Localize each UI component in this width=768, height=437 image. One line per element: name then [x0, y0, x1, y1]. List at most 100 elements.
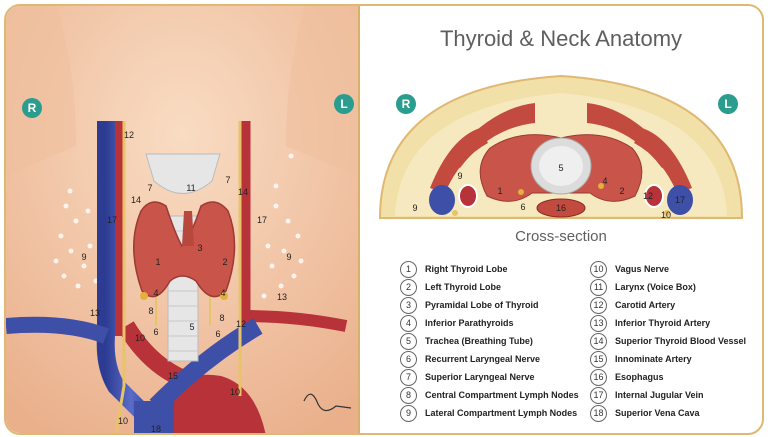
legend-number: 11 — [590, 278, 607, 296]
marker-10-left: 10 — [230, 387, 240, 397]
artist-signature — [303, 393, 352, 412]
legend-number: 4 — [400, 314, 417, 332]
right-parathyroid — [140, 292, 148, 300]
legend-label: Superior Laryngeal Nerve — [425, 372, 535, 382]
marker-7-right: 7 — [147, 183, 152, 193]
left-jugular-cross — [667, 185, 693, 215]
cs-left-badge: L — [718, 94, 738, 114]
legend-number: 3 — [400, 296, 417, 314]
legend-item: 2 Left Thyroid Lobe — [400, 278, 579, 296]
cross-section-label: Cross-section — [515, 228, 607, 245]
right-vagus-nerve — [114, 121, 126, 433]
marker-2: 2 — [222, 257, 227, 267]
left-side-badge: L — [334, 94, 354, 114]
cs-marker-10: 10 — [661, 210, 671, 220]
strap-muscles — [430, 103, 692, 193]
legend-number: 8 — [400, 386, 417, 404]
marker-6-right: 6 — [153, 327, 158, 337]
legend-item: 4 Inferior Parathyroids — [400, 314, 579, 332]
legend-item: 6 Recurrent Laryngeal Nerve — [400, 350, 579, 368]
marker-15: 15 — [168, 371, 178, 381]
diagram-frame: 1 2 3 4 4 5 6 6 7 7 8 8 9 9 10 10 10 11 … — [4, 4, 764, 435]
legend-item: 12 Carotid Artery — [590, 296, 746, 314]
marker-9-left: 9 — [286, 252, 291, 262]
right-jugular-vein — [96, 121, 163, 433]
legend-number: 6 — [400, 350, 417, 368]
legend-number: 12 — [590, 296, 607, 314]
legend-item: 11 Larynx (Voice Box) — [590, 278, 746, 296]
legend-label: Carotid Artery — [615, 300, 676, 310]
cross-section-markers: 5 1 2 4 6 16 9 9 12 17 10 — [412, 163, 685, 220]
left-carotid-cross — [644, 184, 664, 208]
legend-item: 3 Pyramidal Lobe of Thyroid — [400, 296, 579, 314]
esophagus-cross-section — [536, 198, 586, 218]
legend-number: 17 — [590, 386, 607, 404]
left-brachiocephalic-vein — [149, 318, 263, 413]
legend-number: 2 — [400, 278, 417, 296]
pyramidal-lobe — [182, 211, 194, 246]
cs-right-badge: R — [396, 94, 416, 114]
marker-13-left: 13 — [277, 292, 287, 302]
right-carotid-cross — [458, 184, 478, 208]
legend-number: 16 — [590, 368, 607, 386]
legend-item: 17 Internal Jugular Vein — [590, 386, 746, 404]
cs-marker-1: 1 — [497, 186, 502, 196]
marker-14-left: 14 — [238, 187, 248, 197]
legend-label: Vagus Nerve — [615, 264, 670, 274]
cs-marker-4: 4 — [602, 176, 607, 186]
legend-label: Pyramidal Lobe of Thyroid — [425, 300, 539, 310]
legend-item: 8 Central Compartment Lymph Nodes — [400, 386, 579, 404]
marker-8-left: 8 — [219, 313, 224, 323]
right-subclavian-vein — [6, 316, 109, 344]
marker-10-bottom: 10 — [118, 416, 128, 426]
panel-divider — [358, 6, 360, 433]
neck-illustration-panel: 1 2 3 4 4 5 6 6 7 7 8 8 9 9 10 10 10 11 … — [6, 6, 358, 433]
legend-label: Right Thyroid Lobe — [425, 264, 508, 274]
legend-label: Central Compartment Lymph Nodes — [425, 390, 579, 400]
right-vagus-cross — [452, 210, 458, 216]
legend-number: 15 — [590, 350, 607, 368]
marker-8-right: 8 — [148, 306, 153, 316]
right-side-badge: R — [22, 98, 42, 118]
info-panel: Thyroid & Neck Anatomy 5 — [360, 6, 762, 433]
legend-number: 14 — [590, 332, 607, 350]
legend-label: Superior Vena Cava — [615, 408, 700, 418]
legend-label: Recurrent Laryngeal Nerve — [425, 354, 541, 364]
trachea-lumen — [539, 146, 583, 186]
marker-17-left: 17 — [257, 215, 267, 225]
cross-section-diagram: 5 1 2 4 6 16 9 9 12 17 10 — [378, 74, 744, 220]
neck-illustration: 1 2 3 4 4 5 6 6 7 7 8 8 9 9 10 10 10 11 … — [6, 6, 358, 433]
legend-number: 10 — [590, 260, 607, 278]
thyroid-gland — [133, 201, 236, 298]
legend-number: 5 — [400, 332, 417, 350]
marker-3: 3 — [197, 243, 202, 253]
left-vagus-cross — [664, 210, 670, 216]
legend-label: Inferior Parathyroids — [425, 318, 514, 328]
legend-label: Internal Jugular Vein — [615, 390, 704, 400]
marker-9-right: 9 — [81, 252, 86, 262]
jaw-shadow-right — [286, 6, 358, 176]
cs-marker-12: 12 — [643, 191, 653, 201]
legend-label: Larynx (Voice Box) — [615, 282, 696, 292]
legend-label: Left Thyroid Lobe — [425, 282, 501, 292]
right-jugular-cross — [429, 185, 455, 215]
cs-marker-17: 17 — [675, 195, 685, 205]
legend-column-right: 10 Vagus Nerve 11 Larynx (Voice Box) 12 Car… — [590, 260, 746, 422]
cs-marker-6: 6 — [520, 202, 525, 212]
legend-item: 10 Vagus Nerve — [590, 260, 746, 278]
cs-marker-5: 5 — [558, 163, 563, 173]
cs-marker-16: 16 — [556, 203, 566, 213]
marker-10-right: 10 — [135, 333, 145, 343]
cs-marker-2: 2 — [619, 186, 624, 196]
marker-12-left: 12 — [236, 319, 246, 329]
marker-13-right: 13 — [90, 308, 100, 318]
marker-12-right: 12 — [124, 130, 134, 140]
marker-7-left: 7 — [225, 175, 230, 185]
